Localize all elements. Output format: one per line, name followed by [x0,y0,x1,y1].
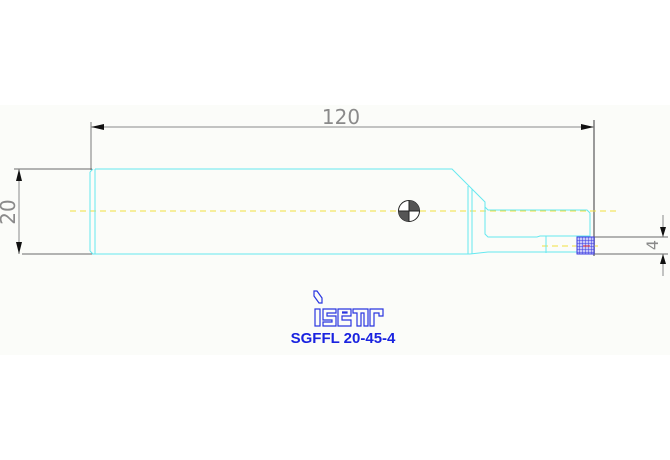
length-dimension-text: 120 [322,105,360,129]
tool-body-outline [89,168,591,255]
iscar-logo-icon [313,290,384,327]
length-dimension: 120 [90,105,595,256]
width-dimension-text: 4 [643,240,662,250]
part-number-label: SGFFL 20-45-4 [290,330,396,347]
centerline [70,210,620,247]
center-of-gravity-icon [398,200,420,222]
width-dimension: 4 [594,215,668,276]
height-dimension-text: 20 [0,199,20,224]
height-dimension: 20 [0,168,92,255]
